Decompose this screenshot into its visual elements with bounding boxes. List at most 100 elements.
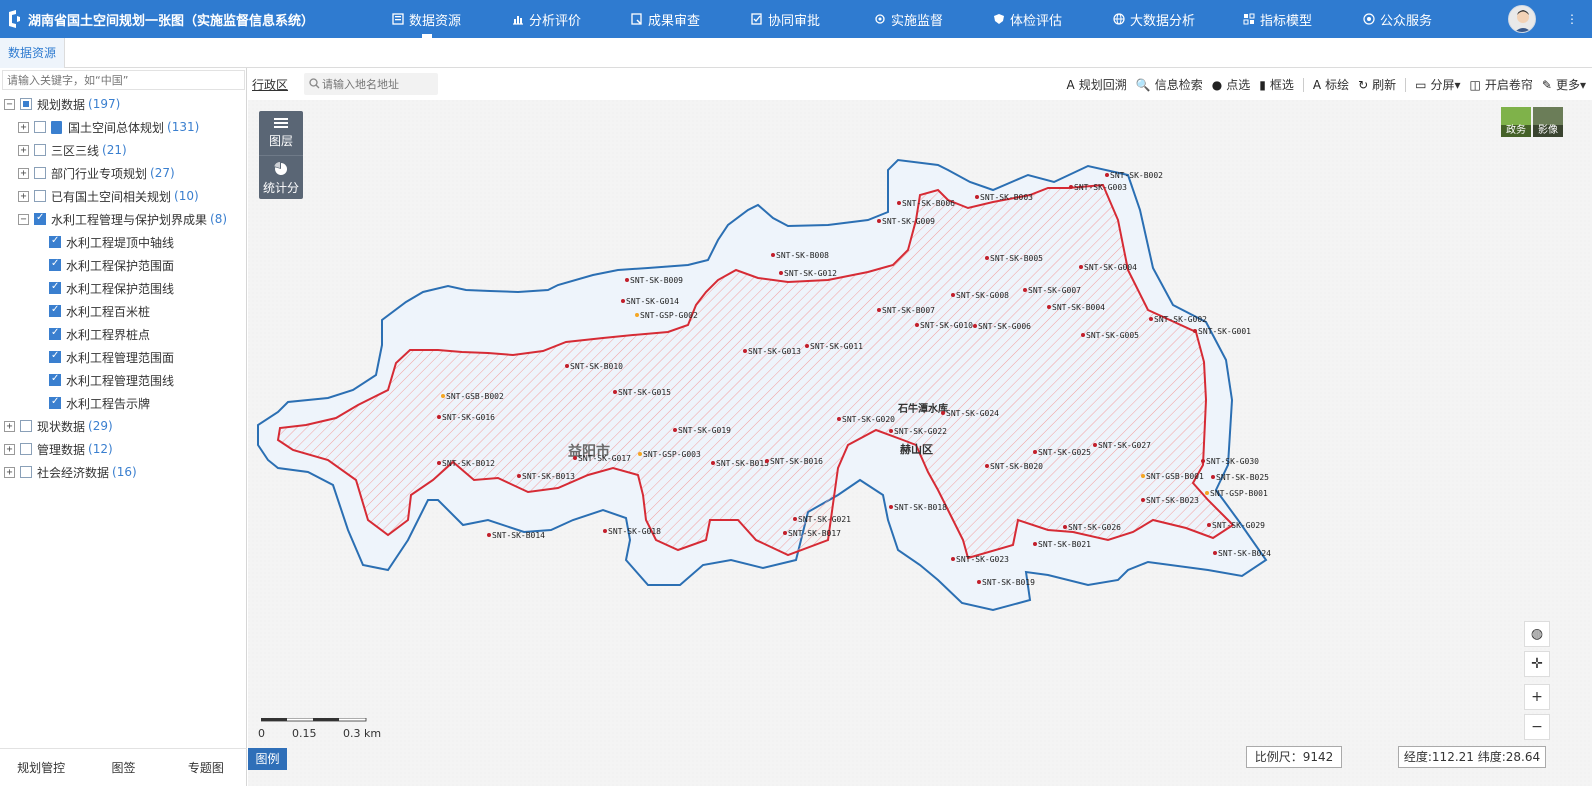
management-range-area[interactable] xyxy=(276,183,1235,560)
boundary-marker[interactable]: SNT-SK-G015 xyxy=(613,388,671,397)
boundary-marker[interactable]: SNT-SK-B002 xyxy=(1105,171,1163,180)
boundary-marker[interactable]: SNT-SK-G024 xyxy=(941,409,999,418)
tree-node[interactable]: +国土空间总体规划(131) xyxy=(18,117,199,137)
tree-checkbox[interactable] xyxy=(49,396,61,409)
user-avatar[interactable] xyxy=(1508,5,1536,33)
boundary-marker[interactable]: SNT-SK-G005 xyxy=(1081,331,1139,340)
nav-item-2[interactable]: 成果审查 xyxy=(631,0,700,38)
tree-checkbox[interactable] xyxy=(49,281,61,294)
expand-icon[interactable]: + xyxy=(4,443,15,455)
tree-node[interactable]: 水利工程堤顶中轴线 xyxy=(49,232,174,252)
tree-checkbox[interactable] xyxy=(49,235,61,248)
boundary-marker[interactable]: SNT-SK-G004 xyxy=(1079,263,1137,272)
zoom-out-button[interactable]: − xyxy=(1524,714,1550,740)
tree-checkbox[interactable] xyxy=(49,350,61,363)
map-tool-2[interactable]: ●点选 xyxy=(1212,76,1251,93)
map-tool-7[interactable]: ◫开启卷帘 xyxy=(1470,76,1533,93)
tab-planning-control[interactable]: 规划管控 xyxy=(17,761,66,775)
pan-button[interactable]: ✛ xyxy=(1524,651,1550,677)
boundary-marker[interactable]: SNT-SK-B008 xyxy=(771,251,829,260)
keyword-search-input[interactable] xyxy=(2,70,245,90)
tree-checkbox[interactable] xyxy=(49,304,61,317)
boundary-marker[interactable]: SNT-SK-B010 xyxy=(565,362,623,371)
boundary-marker[interactable]: SNT-SK-B024 xyxy=(1213,549,1271,558)
tree-checkbox[interactable] xyxy=(20,443,32,455)
nav-item-3[interactable]: 协同审批 xyxy=(751,0,820,38)
tree-node[interactable]: 水利工程百米桩 xyxy=(49,301,150,321)
boundary-marker[interactable]: SNT-SK-G016 xyxy=(437,413,495,422)
tree-node[interactable]: +三区三线(21) xyxy=(18,140,127,160)
boundary-marker[interactable]: SNT-SK-B007 xyxy=(877,306,935,315)
tree-checkbox[interactable] xyxy=(49,327,61,340)
boundary-marker[interactable]: SNT-SK-B006 xyxy=(897,199,955,208)
tree-node[interactable]: −规划数据(197) xyxy=(4,94,120,114)
nav-item-7[interactable]: 指标模型 xyxy=(1243,0,1312,38)
boundary-marker[interactable]: SNT-SK-G008 xyxy=(951,291,1009,300)
tab-thematic-map[interactable]: 专题图 xyxy=(187,761,224,775)
tree-checkbox[interactable] xyxy=(49,258,61,271)
boundary-marker[interactable]: SNT-SK-G011 xyxy=(805,342,863,351)
basemap-government[interactable]: 政务 xyxy=(1501,107,1531,137)
boundary-marker[interactable]: SNT-GSP-G002 xyxy=(635,311,698,320)
more-menu-icon[interactable]: ⋮ xyxy=(1566,12,1578,26)
tree-checkbox[interactable] xyxy=(34,190,46,202)
boundary-marker[interactable]: SNT-SK-B013 xyxy=(517,472,575,481)
boundary-marker[interactable]: SNT-SK-B004 xyxy=(1047,303,1105,312)
expand-icon[interactable]: + xyxy=(18,167,29,179)
boundary-marker[interactable]: SNT-SK-B005 xyxy=(985,254,1043,263)
boundary-marker[interactable]: SNT-SK-B003 xyxy=(975,193,1033,202)
globe-button[interactable]: ◍ xyxy=(1524,621,1550,647)
boundary-marker[interactable]: SNT-GSB-B002 xyxy=(441,392,504,401)
tree-node[interactable]: −水利工程管理与保护划界成果(8) xyxy=(18,209,227,229)
tree-node[interactable]: +社会经济数据(16) xyxy=(4,462,137,482)
boundary-marker[interactable]: SNT-SK-G014 xyxy=(621,297,679,306)
boundary-marker[interactable]: SNT-SK-G023 xyxy=(951,555,1009,564)
statistics-button[interactable]: 统计分 xyxy=(259,155,303,199)
map-canvas[interactable]: 石牛潭水库益阳市赫山区 SNT-SK-B002SNT-SK-G003SNT-SK… xyxy=(248,100,1592,786)
expand-icon[interactable]: + xyxy=(4,420,15,432)
boundary-marker[interactable]: SNT-SK-G017 xyxy=(573,454,631,463)
tree-node[interactable]: +现状数据(29) xyxy=(4,416,113,436)
boundary-marker[interactable]: SNT-SK-G001 xyxy=(1193,327,1251,336)
boundary-marker[interactable]: SNT-SK-B017 xyxy=(783,529,841,538)
expand-icon[interactable]: + xyxy=(18,144,29,156)
address-search-input[interactable] xyxy=(304,73,438,95)
boundary-marker[interactable]: SNT-SK-B016 xyxy=(765,457,823,466)
basemap-imagery[interactable]: 影像 xyxy=(1533,107,1563,137)
tree-checkbox[interactable] xyxy=(20,98,32,110)
boundary-marker[interactable]: SNT-SK-G007 xyxy=(1023,286,1081,295)
boundary-marker[interactable]: SNT-SK-B019 xyxy=(977,578,1035,587)
boundary-marker[interactable]: SNT-SK-G013 xyxy=(743,347,801,356)
nav-item-5[interactable]: 体检评估 xyxy=(993,0,1062,38)
tree-node[interactable]: 水利工程管理范围面 xyxy=(49,347,174,367)
layers-button[interactable]: 图层 xyxy=(259,111,303,155)
boundary-marker[interactable]: SNT-SK-G002 xyxy=(1149,315,1207,324)
boundary-marker[interactable]: SNT-SK-G018 xyxy=(603,527,661,536)
tree-checkbox[interactable] xyxy=(34,144,46,156)
nav-item-4[interactable]: 实施监督 xyxy=(874,0,943,38)
boundary-marker[interactable]: SNT-SK-G026 xyxy=(1063,523,1121,532)
boundary-marker[interactable]: SNT-SK-B018 xyxy=(889,503,947,512)
boundary-marker[interactable]: SNT-SK-B020 xyxy=(985,462,1043,471)
tree-node[interactable]: 水利工程保护范围面 xyxy=(49,255,174,275)
tree-node[interactable]: 水利工程告示牌 xyxy=(49,393,150,413)
legend-button[interactable]: 图例 xyxy=(248,748,287,770)
nav-item-6[interactable]: 大数据分析 xyxy=(1113,0,1195,38)
boundary-marker[interactable]: SNT-SK-B009 xyxy=(625,276,683,285)
boundary-marker[interactable]: SNT-SK-B014 xyxy=(487,531,545,540)
collapse-icon[interactable]: − xyxy=(4,98,15,110)
nav-item-1[interactable]: 分析评价 xyxy=(512,0,581,38)
boundary-marker[interactable]: SNT-SK-B023 xyxy=(1141,496,1199,505)
boundary-marker[interactable]: SNT-SK-G006 xyxy=(973,322,1031,331)
expand-icon[interactable]: + xyxy=(4,466,15,478)
map-tool-8[interactable]: ✎更多▾ xyxy=(1542,76,1586,93)
tree-checkbox[interactable] xyxy=(34,212,46,225)
tree-node[interactable]: +已有国土空间相关规划(10) xyxy=(18,186,199,206)
boundary-marker[interactable]: SNT-SK-G027 xyxy=(1093,441,1151,450)
tree-checkbox[interactable] xyxy=(34,121,46,133)
boundary-marker[interactable]: SNT-GSB-B001 xyxy=(1141,472,1204,481)
boundary-marker[interactable]: SNT-SK-G010 xyxy=(915,321,973,330)
boundary-marker[interactable]: SNT-SK-G012 xyxy=(779,269,837,278)
